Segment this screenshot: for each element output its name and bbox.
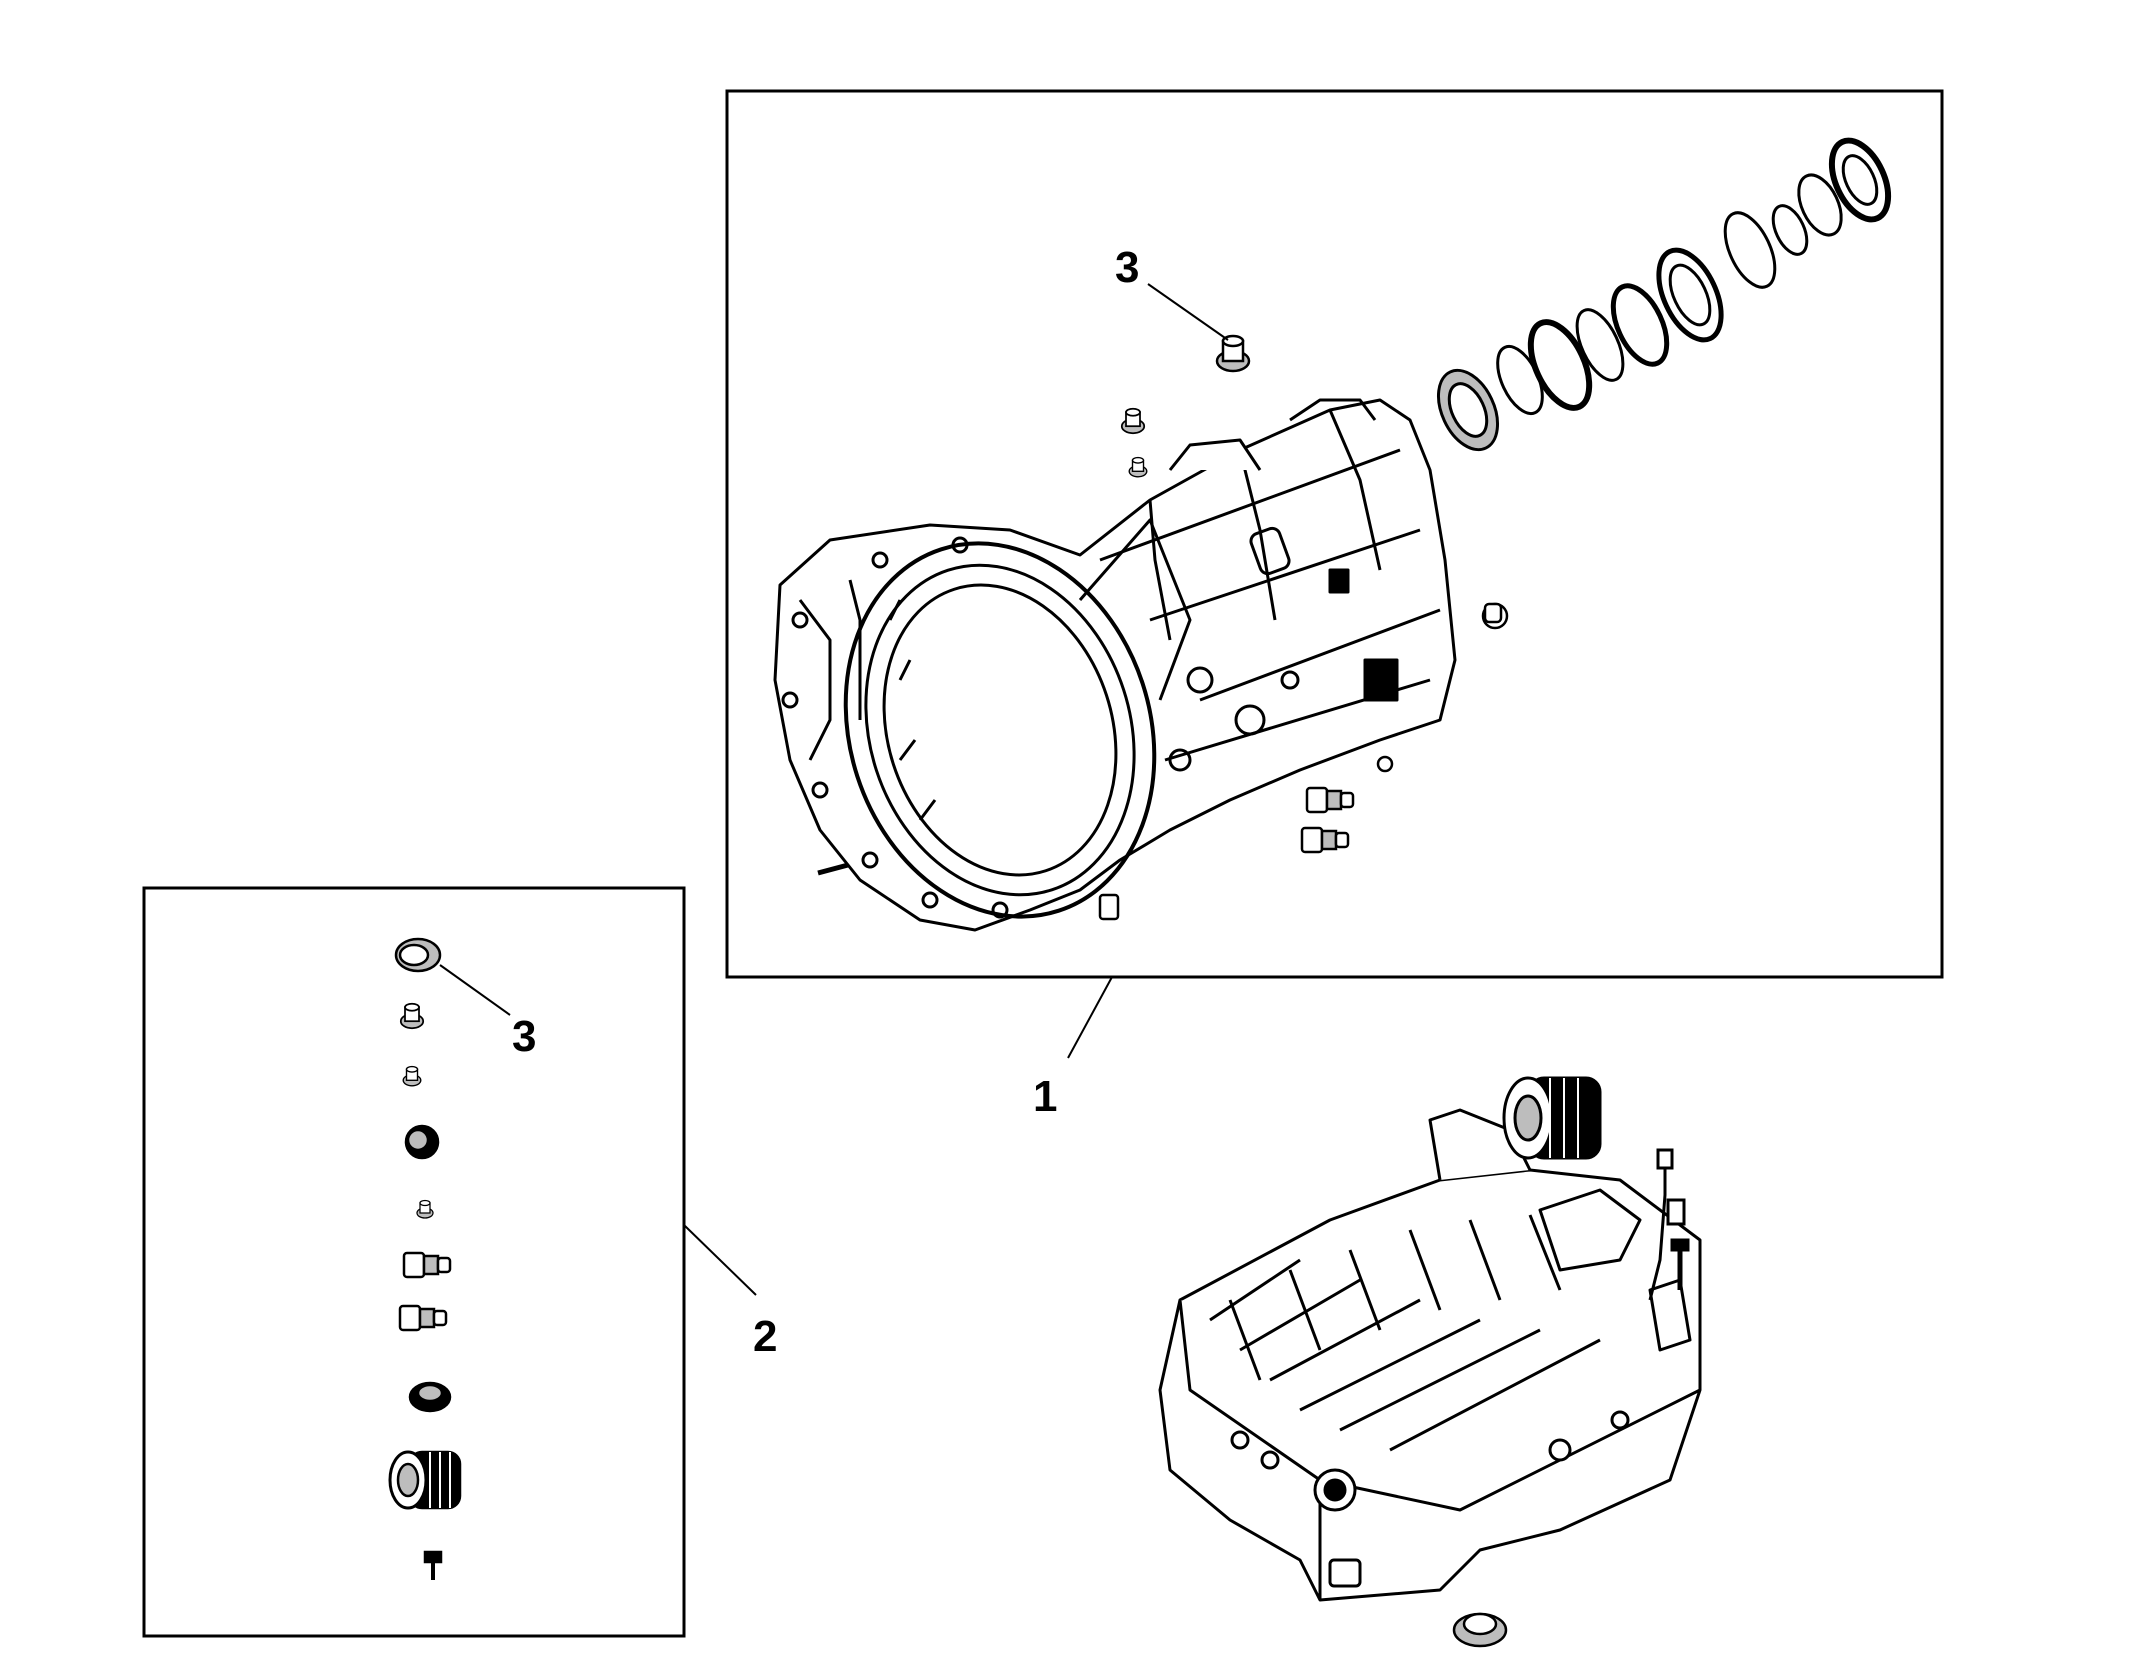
valve-body [1158, 1108, 1702, 1602]
valve-body-wiring [1648, 1148, 1690, 1301]
valve-body-solenoid [1502, 1076, 1602, 1160]
leader-line-3-main [1147, 283, 1229, 341]
assembly-frame-1 [725, 89, 1944, 979]
callout-3-kit-plug: 3 [512, 1012, 537, 1061]
leader-line-2 [683, 1224, 757, 1296]
rear-bearing-seal-stack [1436, 137, 1892, 452]
leader-line-3-kit [439, 964, 511, 1016]
leader-line-1 [1067, 976, 1113, 1059]
transmission-case [773, 398, 1457, 932]
kit-items [388, 937, 462, 1580]
valve-body-plug [1452, 1612, 1508, 1648]
kit-frame-2 [142, 886, 686, 1638]
case-hardware [817, 602, 1509, 921]
callout-3-plug: 3 [1115, 243, 1140, 292]
callout-1-transmission: 1 [1033, 1072, 1058, 1121]
callout-2-plug-kit: 2 [753, 1312, 778, 1361]
